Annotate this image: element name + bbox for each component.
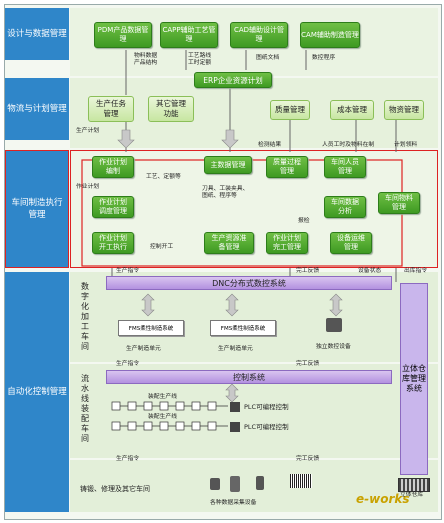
note-labor: 人员工时及物料在制 bbox=[322, 142, 375, 148]
plc-1: PLC可编程控制 bbox=[244, 403, 289, 411]
band-other bbox=[70, 460, 438, 512]
dnc-note-done: 完工反馈 bbox=[296, 268, 320, 274]
note-proc: 工艺、定额等 bbox=[146, 174, 181, 180]
fms-2: FMS柔性制造系统 bbox=[210, 320, 276, 336]
other-note-order: 生产指令 bbox=[116, 456, 140, 462]
note-start: 控制开工 bbox=[150, 244, 174, 250]
quality-process-box: 质量过程 管理 bbox=[266, 156, 308, 178]
note-bom: 物料数据 产品结构 bbox=[134, 53, 158, 66]
note-nc: 数控程序 bbox=[312, 55, 336, 61]
material-box: 物资管理 bbox=[384, 100, 424, 120]
standalone-nc: 独立数控设备 bbox=[316, 344, 351, 350]
warehouse-icon bbox=[398, 478, 430, 492]
master-data-box: 主数据管理 bbox=[204, 156, 252, 174]
capp-box: CAPP辅助工艺管理 bbox=[160, 22, 218, 48]
note-drawing: 图纸文档 bbox=[256, 55, 280, 61]
other-workshop-label: 铸锻、修理及其它车间 bbox=[80, 485, 150, 493]
plan-dispatch-box: 作业计划 开工执行 bbox=[92, 232, 134, 254]
control-system-bar: 控制系统 bbox=[106, 370, 392, 384]
fms-1: FMS柔性制造系统 bbox=[118, 320, 184, 336]
barcode-icon bbox=[290, 474, 312, 488]
plc-1-icon bbox=[230, 402, 240, 412]
dnc-note-order: 生产指令 bbox=[116, 268, 140, 274]
terminal-icon bbox=[230, 476, 240, 492]
erp-box: ERP企业资源计划 bbox=[194, 72, 272, 88]
dnc-note-status: 设备状态 bbox=[358, 268, 382, 274]
asm-note-done: 完工反馈 bbox=[296, 361, 320, 367]
note-plan: 生产计划 bbox=[76, 128, 100, 134]
plan-finish-box: 作业计划 完工管理 bbox=[266, 232, 308, 254]
analysis-box: 车间数据 分析 bbox=[324, 196, 366, 218]
dnc-vertical-label: 数字化加工车间 bbox=[81, 282, 89, 351]
note-feedback: 报检 bbox=[298, 218, 310, 224]
standalone-nc-icon bbox=[326, 318, 342, 332]
dnc-note-out: 出库指令 bbox=[404, 268, 428, 274]
cad-box: CAD辅助设计管理 bbox=[230, 22, 288, 48]
warehouse-system: 立体仓库管理系统 bbox=[400, 283, 428, 475]
dnc-bar: DNC分布式数控系统 bbox=[106, 276, 392, 290]
note-reqs: 计划领料 bbox=[394, 142, 418, 148]
plc-2: PLC可编程控制 bbox=[244, 423, 289, 431]
handheld-icon bbox=[256, 476, 264, 490]
assembly-vertical-label: 流水线装配车间 bbox=[81, 374, 89, 443]
note-route: 工艺路线 工时定额 bbox=[188, 53, 212, 66]
plan-adjust-box: 作业计划 调度管理 bbox=[92, 196, 134, 218]
plan-prep-box: 作业计划 编制 bbox=[92, 156, 134, 178]
warehouse-label: 立体仓库 bbox=[400, 492, 424, 498]
equipment-box: 设备运维 管理 bbox=[330, 232, 372, 254]
other-note-done: 完工反馈 bbox=[296, 456, 320, 462]
resource-prep-box: 生产资源准 备管理 bbox=[204, 232, 254, 254]
scanner-icon bbox=[210, 478, 220, 490]
note-check: 检测结果 bbox=[258, 142, 282, 148]
workshop-material-box: 车间物料 管理 bbox=[378, 192, 420, 214]
watermark: e-works bbox=[356, 492, 410, 506]
note-tools: 刀具、工装夹具、 图纸、程序等 bbox=[202, 186, 249, 199]
cost-box: 成本管理 bbox=[330, 100, 374, 120]
cam-box: CAM辅助制造管理 bbox=[300, 22, 360, 48]
line-1-label: 装配生产线 bbox=[148, 394, 177, 400]
plc-2-icon bbox=[230, 422, 240, 432]
personnel-box: 车间人员 管理 bbox=[324, 156, 366, 178]
lane-design: 设计与数据管理 bbox=[5, 8, 69, 60]
lane-logistics: 物流与计划管理 bbox=[5, 78, 69, 140]
devices-label: 各种数据采集设备 bbox=[210, 500, 257, 506]
cell-1: 生产制造单元 bbox=[126, 346, 161, 352]
pdm-box: PDM产品数据管理 bbox=[94, 22, 152, 48]
lane-automation: 自动化控制管理 bbox=[5, 272, 69, 512]
line-2-label: 装配生产线 bbox=[148, 414, 177, 420]
lane-mes: 车间制造执行管理 bbox=[5, 150, 69, 268]
production-task-box: 生产任务 管理 bbox=[88, 96, 134, 122]
cell-2: 生产制造单元 bbox=[218, 346, 253, 352]
quality-box: 质量管理 bbox=[270, 100, 310, 120]
note-workshop-plan: 作业计划 bbox=[76, 184, 100, 190]
other-functions-box: 其它管理 功能 bbox=[148, 96, 194, 122]
asm-note-order: 生产指令 bbox=[116, 361, 140, 367]
